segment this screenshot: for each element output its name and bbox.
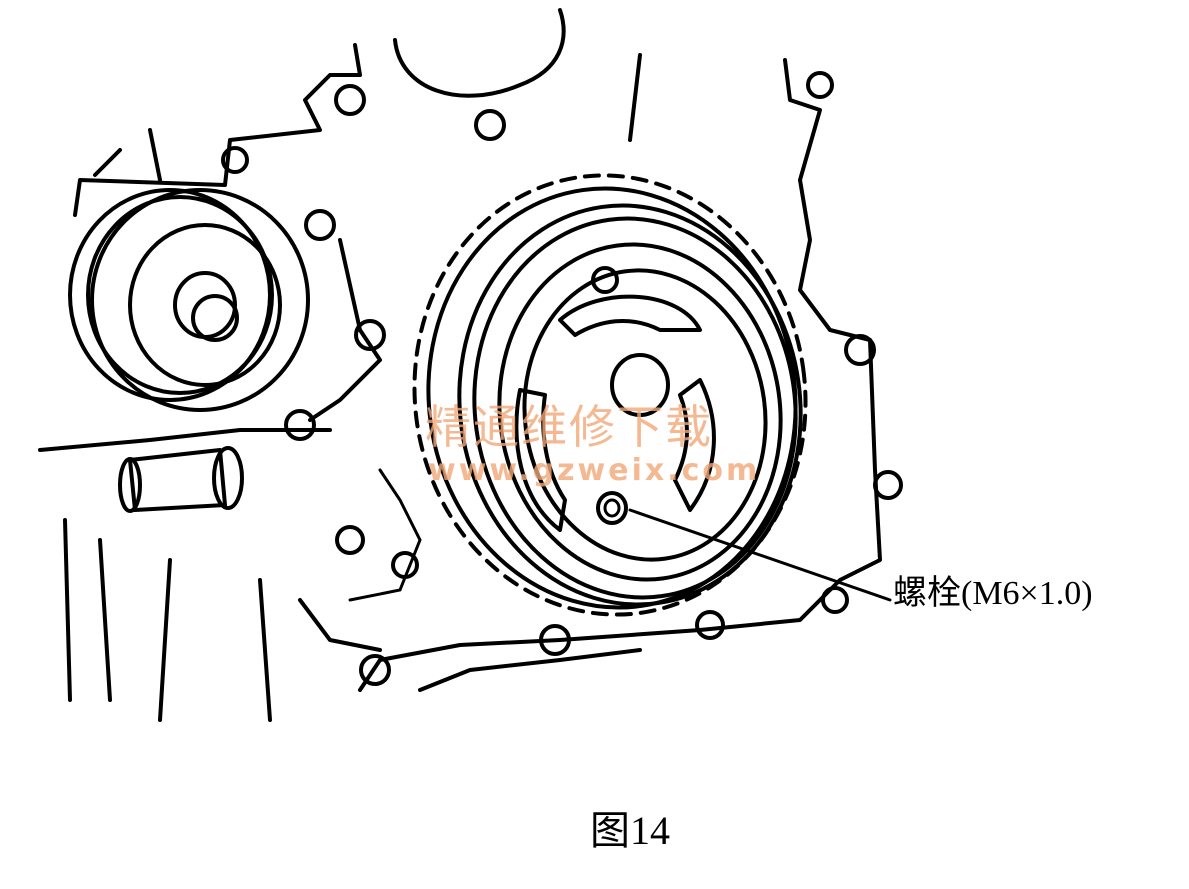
callout-leader-line: [628, 508, 892, 602]
bolt-bosses: [221, 71, 903, 686]
idler-pulley: [68, 188, 310, 412]
figure-caption: 图14: [590, 808, 670, 853]
bolt-callout-label: 螺栓(M6×1.0): [893, 575, 1093, 612]
watermark-title: 精通维修下载: [425, 400, 713, 454]
pipe-fitting: [118, 446, 244, 513]
engine-block-outline: [38, 8, 882, 722]
toothed-pulley: [412, 173, 808, 617]
bolt: [596, 491, 628, 525]
watermark-url: www.gzweix.com: [428, 453, 761, 488]
